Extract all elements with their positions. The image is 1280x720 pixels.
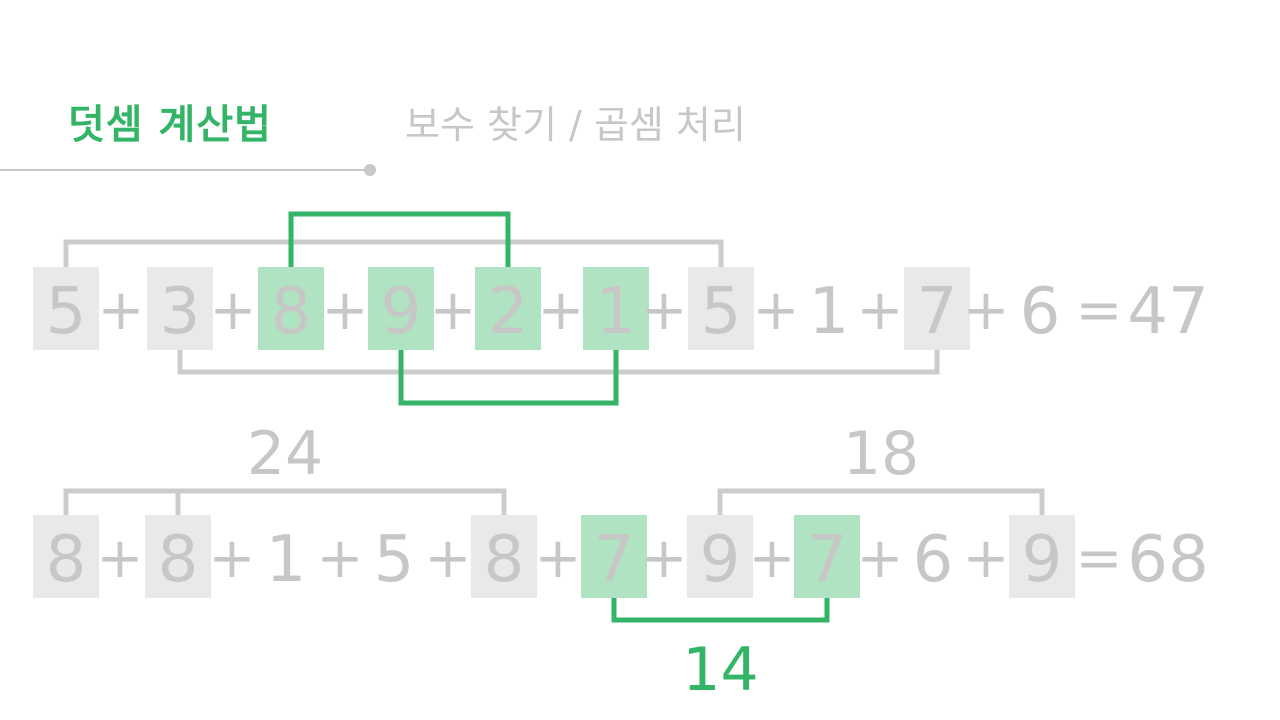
plus-operator: + [538,278,585,343]
subtotal-label: 24 [247,419,323,489]
subtotal-label: 14 [682,635,758,705]
number-digit: 2 [488,275,529,349]
tab-indicator-dot [364,164,376,176]
plus-operator: + [322,278,369,343]
plus-operator: + [857,526,904,591]
number-digit: 1 [809,275,850,349]
plus-operator: + [641,278,688,343]
number-digit: 9 [1022,523,1063,597]
number-digit: 8 [46,523,87,597]
number-box [687,515,753,598]
number-digit: 1 [596,275,637,349]
number-digit: 7 [594,523,635,597]
number-digit: 3 [160,275,201,349]
plus-operator: + [963,278,1010,343]
subtotal-label: 18 [843,419,919,489]
plus-operator: + [430,278,477,343]
plus-operator: + [210,278,257,343]
number-digit: 7 [807,523,848,597]
plus-operator: + [753,278,800,343]
number-digit: 1 [266,523,307,597]
number-box [1009,515,1075,598]
equation-result: 47 [1127,275,1208,349]
equals-sign: = [1076,278,1123,343]
highlighted-number-box [475,267,541,350]
number-digit: 8 [271,275,312,349]
highlighted-number-box [581,515,647,598]
highlighted-number-box [583,267,649,350]
plus-operator: + [857,278,904,343]
number-digit: 9 [700,523,741,597]
number-digit: 5 [701,275,742,349]
number-digit: 8 [158,523,199,597]
plus-operator: + [98,278,145,343]
plus-operator: + [749,526,796,591]
number-digit: 8 [484,523,525,597]
number-digit: 6 [913,523,954,597]
number-digit: 5 [46,275,87,349]
equation-result: 68 [1127,523,1208,597]
number-box [904,267,970,350]
number-box [33,267,99,350]
equals-sign: = [1076,526,1123,591]
number-box [145,515,211,598]
number-box [688,267,754,350]
tab-addition-method[interactable]: 덧셈 계산법 [68,102,272,148]
plus-operator: + [641,526,688,591]
plus-operator: + [963,526,1010,591]
plus-operator: + [209,526,256,591]
number-digit: 5 [374,523,415,597]
highlighted-number-box [794,515,860,598]
number-box [33,515,99,598]
number-digit: 9 [381,275,422,349]
plus-operator: + [535,526,582,591]
plus-operator: + [97,526,144,591]
number-box [147,267,213,350]
number-digit: 7 [917,275,958,349]
tab-complement-multiplication[interactable]: 보수 찾기 / 곱셈 처리 [405,103,746,147]
highlighted-number-box [368,267,434,350]
number-digit: 6 [1020,275,1061,349]
plus-operator: + [317,526,364,591]
number-box [471,515,537,598]
highlighted-number-box [258,267,324,350]
plus-operator: + [425,526,472,591]
